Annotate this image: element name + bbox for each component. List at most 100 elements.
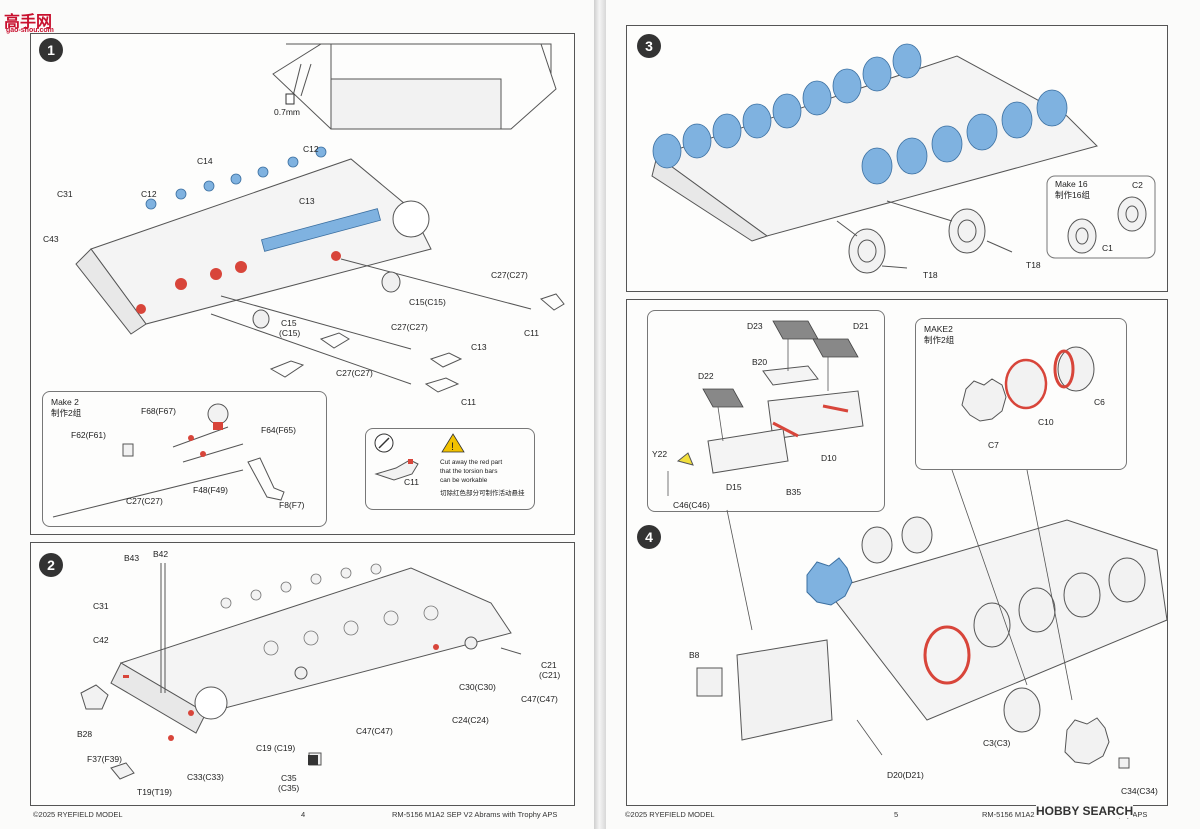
- label-c46: C46(C46): [673, 500, 710, 510]
- label-f8: F8(F7): [279, 500, 305, 510]
- label-c1: C1: [1102, 243, 1113, 253]
- sprocket-drawing: [961, 346, 1095, 422]
- label-b42: B42: [153, 549, 169, 559]
- page-gutter: [594, 0, 606, 829]
- step-3-frame: 3: [626, 25, 1168, 292]
- label-d22: D22: [698, 371, 714, 381]
- footer-right-copyright: ©2025 RYEFIELD MODEL: [625, 810, 715, 819]
- step-3-drawing: [651, 43, 1156, 274]
- make-2-title-cn: 制作2组: [51, 408, 82, 418]
- label-c33: C33(C33): [187, 772, 224, 782]
- label-c43: C43: [43, 234, 59, 244]
- make-16-title: Make 16: [1055, 179, 1088, 189]
- make2-title-cn: 制作2组: [924, 335, 955, 345]
- right-page: 3: [606, 0, 1200, 829]
- label-c35-paren: (C35): [278, 783, 300, 793]
- step-1-number: 1: [39, 38, 63, 62]
- step-3-number: 3: [637, 34, 661, 58]
- label-t18-left: T18: [923, 270, 938, 280]
- label-c27-mid: C27(C27): [391, 322, 428, 332]
- torsion-note-box: ! C11 Cut away the red part that the tor…: [365, 428, 535, 510]
- label-c11-right: C11: [524, 328, 539, 338]
- label-b8: B8: [689, 650, 700, 660]
- watermark-logo: 高手网: [4, 14, 53, 31]
- label-b20: B20: [752, 357, 768, 367]
- footer-right-page: 5: [894, 810, 899, 819]
- footer-left-product: RM-5156 M1A2 SEP V2 Abrams with Trophy A…: [392, 810, 558, 819]
- label-c12: C12: [141, 189, 157, 199]
- label-c19: C19 (C19): [256, 743, 296, 753]
- label-c24: C24(C24): [452, 715, 489, 725]
- label-c6: C6: [1094, 397, 1105, 407]
- label-b35: B35: [786, 487, 802, 497]
- left-page: 高手网 gao-shou.com 1: [0, 0, 594, 829]
- sprocket-subbox: MAKE2 制作2组 C6 C10 C7: [915, 318, 1127, 470]
- box-assembly-drawing: [667, 320, 864, 496]
- svg-text:!: !: [451, 441, 454, 453]
- label-c35: C35: [281, 773, 297, 783]
- label-c21-paren: (C21): [539, 670, 561, 680]
- label-b43: B43: [124, 553, 140, 563]
- label-d21: D21: [853, 321, 869, 331]
- label-c15-c15: C15(C15): [409, 297, 446, 307]
- label-c3: C3(C3): [983, 738, 1011, 748]
- label-c13: C13: [299, 196, 315, 206]
- label-c15: C15: [281, 318, 297, 328]
- label-f62: F62(F61): [71, 430, 106, 440]
- footer-left-page: 4: [301, 810, 306, 819]
- label-c47-right: C47(C47): [521, 694, 558, 704]
- label-c12-top: C12: [303, 144, 319, 154]
- label-c31: C31: [57, 189, 73, 199]
- box-assembly-subbox: D23 D21 B20 D22 Y22 D10 D15 B35 C46(C46): [647, 310, 885, 512]
- label-d23: D23: [747, 321, 763, 331]
- label-0-7mm: 0.7mm: [274, 107, 300, 117]
- label-c27-low: C27(C27): [336, 368, 373, 378]
- label-c27-make: C27(C27): [126, 496, 163, 506]
- label-c30: C30(C30): [459, 682, 496, 692]
- note-line-cn: 切除红色部分可制作活动悬挂: [440, 490, 525, 497]
- label-c27-right: C27(C27): [491, 270, 528, 280]
- note-line-2: that the torsion bars: [440, 468, 498, 475]
- label-d15: D15: [726, 482, 742, 492]
- step-4-drawing: [696, 469, 1168, 769]
- label-c42: C42: [93, 635, 109, 645]
- make2-title: MAKE2: [924, 324, 953, 334]
- label-y22: Y22: [652, 449, 668, 459]
- label-f68: F68(F67): [141, 406, 176, 416]
- label-f37: F37(F39): [87, 754, 122, 764]
- label-c21: C21: [541, 660, 557, 670]
- label-t18-right: T18: [1026, 260, 1041, 270]
- label-c14: C14: [197, 156, 213, 166]
- label-c47-mid: C47(C47): [356, 726, 393, 736]
- step-2-number: 2: [39, 553, 63, 577]
- step-4-frame: 4: [626, 299, 1168, 806]
- label-t19: T19(T19): [137, 787, 172, 797]
- make-2-box: Make 2 制作2组 F68(F67) F62(F61) F64(F65) F…: [42, 391, 327, 527]
- label-c13-lower: C13: [471, 342, 487, 352]
- label-c15-paren: (C15): [279, 328, 301, 338]
- label-c10: C10: [1038, 417, 1054, 427]
- make-2-drawing: [52, 403, 285, 518]
- label-b28: B28: [77, 729, 93, 739]
- footer-left-copyright: ©2025 RYEFIELD MODEL: [33, 810, 123, 819]
- label-d10: D10: [821, 453, 837, 463]
- label-f64: F64(F65): [261, 425, 296, 435]
- label-c11-lower: C11: [461, 397, 476, 407]
- label-c31-step2: C31: [93, 601, 109, 611]
- make-16-title-cn: 制作16组: [1055, 190, 1090, 200]
- note-drawing: !: [374, 433, 465, 481]
- note-line-1: Cut away the red part: [440, 459, 503, 466]
- step-2-drawing: [80, 563, 522, 780]
- label-c34: C34(C34): [1121, 786, 1158, 796]
- step-2-frame: 2: [30, 542, 575, 806]
- step-1-frame: 1: [30, 33, 575, 535]
- label-d20: D20(D21): [887, 770, 924, 780]
- watermark-url: gao-shou.com: [6, 27, 54, 34]
- label-c7: C7: [988, 440, 999, 450]
- note-line-3: can be workable: [440, 477, 488, 484]
- watermark-hobby-search: HOBBY SEARCH: [1036, 804, 1134, 818]
- make-2-title: Make 2: [51, 397, 79, 407]
- note-part-c11: C11: [404, 477, 419, 487]
- label-c2: C2: [1132, 180, 1143, 190]
- label-f48: F48(F49): [193, 485, 228, 495]
